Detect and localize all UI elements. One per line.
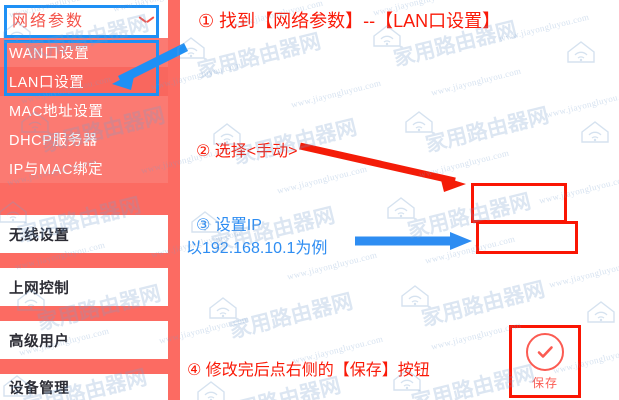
sidebar-item-ip-mac-bind[interactable]: IP与MAC绑定 bbox=[0, 154, 168, 183]
annotation-step-3a: ③ 设置IP bbox=[196, 217, 262, 234]
sidebar-header-label: 网络参数 bbox=[12, 13, 85, 30]
sidebar-item-label: 无线设置 bbox=[9, 227, 70, 244]
content-left-red-strip bbox=[168, 0, 180, 400]
sidebar-item-label: IP与MAC绑定 bbox=[9, 162, 104, 178]
sidebar-item-label: MAC地址设置 bbox=[9, 104, 104, 120]
red-arrow-to-dropdown bbox=[299, 142, 466, 192]
save-button[interactable]: 保存 bbox=[516, 331, 574, 393]
sidebar-item-mac-settings[interactable]: MAC地址设置 bbox=[0, 96, 168, 125]
annotation-step-1: ① 找到【网络参数】--【LAN口设置】 bbox=[198, 11, 501, 31]
check-circle-icon bbox=[526, 333, 564, 371]
sidebar-item-wireless-settings[interactable]: 无线设置 bbox=[0, 215, 168, 253]
sidebar-item-advanced-user[interactable]: 高级用户 bbox=[0, 321, 168, 359]
annotation-step-3b: 以192.168.10.1为例 bbox=[186, 240, 328, 257]
sidebar-item-label: WAN口设置 bbox=[9, 46, 90, 62]
sidebar-item-device-management[interactable]: 设备管理 bbox=[0, 374, 168, 400]
sidebar-item-label: DHCP服务器 bbox=[9, 133, 98, 149]
sidebar-item-dhcp-server[interactable]: DHCP服务器 bbox=[0, 125, 168, 154]
sidebar-item-label: LAN口设置 bbox=[9, 75, 85, 91]
annotation-step-4: ④ 修改完后点右侧的【保存】按钮 bbox=[187, 362, 430, 379]
sidebar-item-label: 设备管理 bbox=[9, 380, 70, 397]
check-icon bbox=[537, 346, 553, 358]
sidebar-item-access-control[interactable]: 上网控制 bbox=[0, 268, 168, 306]
sidebar-item-label: 高级用户 bbox=[9, 333, 70, 350]
save-button-label: 保存 bbox=[531, 376, 558, 390]
sidebar-item-label: 上网控制 bbox=[9, 280, 70, 297]
blue-arrow-to-ip-input bbox=[355, 232, 472, 250]
annotation-step-2: ② 选择<手动> bbox=[196, 143, 298, 160]
blue-arrow-to-lan-item bbox=[112, 42, 189, 90]
